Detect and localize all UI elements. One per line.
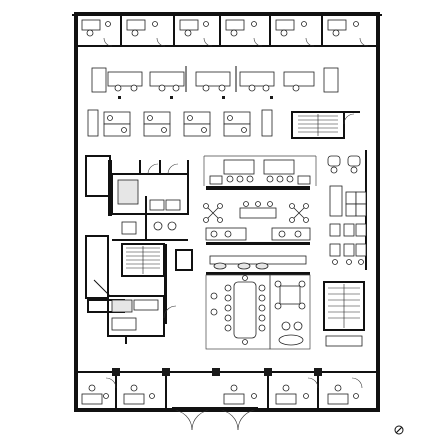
office-desk: [223, 384, 257, 405]
bottom-offices: [78, 368, 376, 408]
office-desk: [179, 19, 209, 37]
stair-center: [121, 243, 193, 324]
stair-south-east: [323, 281, 365, 347]
boardroom: [205, 274, 271, 350]
office-desk: [327, 19, 359, 37]
cross-table: [203, 203, 223, 223]
main-entrance: [166, 407, 259, 431]
service-core: [108, 160, 189, 241]
cross-table: [289, 203, 309, 223]
office-desk: [327, 384, 359, 405]
copy-room: [107, 295, 177, 344]
office-desk: [126, 19, 158, 37]
stair-north-east: [291, 111, 360, 139]
meeting-room: [269, 274, 311, 350]
office-desk: [275, 384, 309, 405]
top-offices: [78, 16, 376, 47]
open-workstations-row-2: [87, 109, 273, 137]
right-workstations: [327, 150, 367, 270]
north-arrow-icon: [394, 425, 404, 435]
office-desk: [81, 19, 111, 37]
lounge-area: [203, 155, 317, 275]
open-workstations-row-1: [91, 66, 339, 99]
office-desk: [275, 19, 307, 37]
office-desk: [225, 19, 257, 37]
office-desk: [81, 384, 109, 405]
shaft-column: [85, 155, 125, 313]
office-desk: [123, 384, 155, 405]
